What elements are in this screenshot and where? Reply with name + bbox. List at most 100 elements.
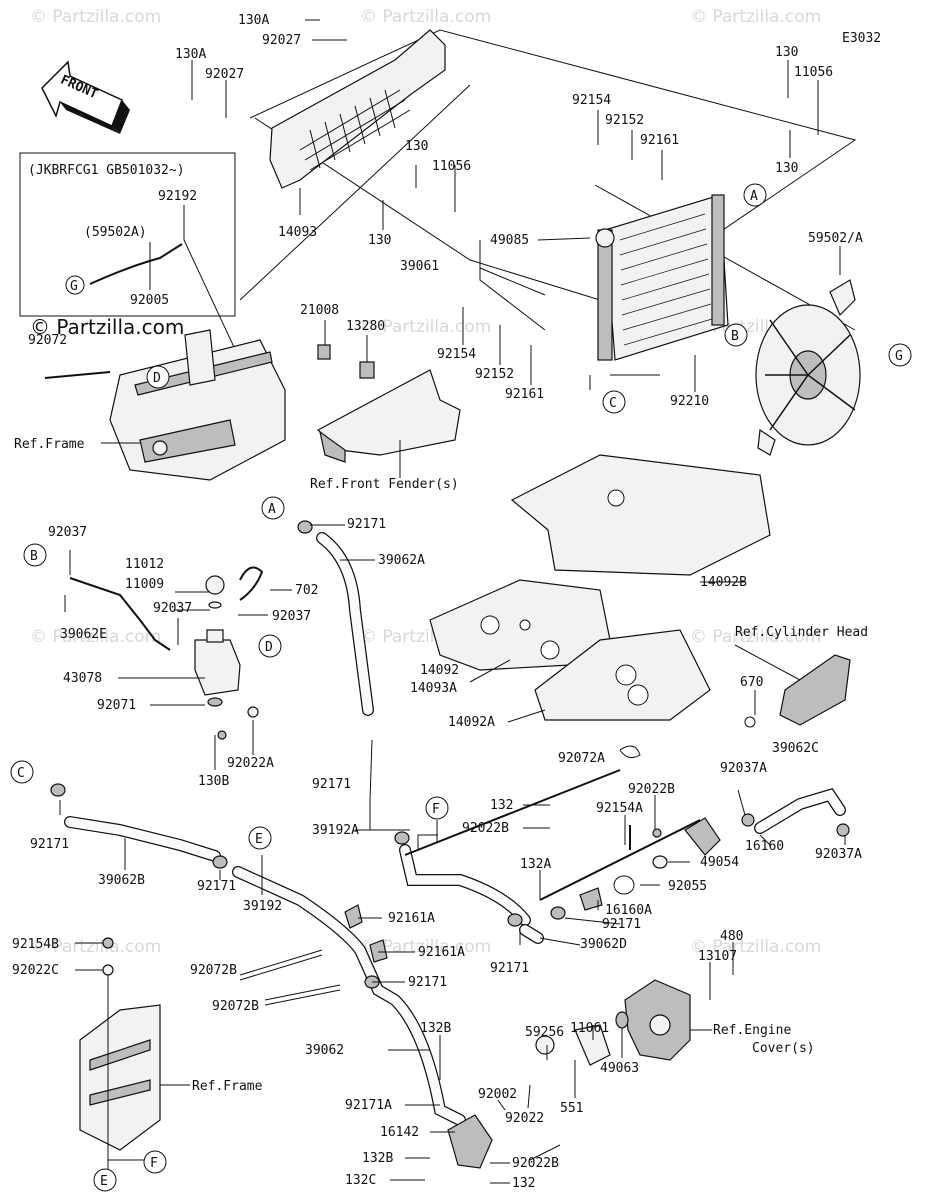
part-label: 92037	[48, 525, 87, 540]
ref-circle-e: E	[100, 1174, 108, 1189]
ref-circle-d: D	[153, 371, 161, 386]
ref-circle-d: D	[265, 640, 273, 655]
part-label: 92037A	[815, 847, 862, 862]
part-label: 92022	[505, 1111, 544, 1126]
watermark: © Partzilla.com	[30, 7, 161, 27]
part-label: 551	[560, 1101, 583, 1116]
part-label: 92037	[272, 609, 311, 624]
part-label: 39062B	[98, 873, 145, 888]
watermark: © Partzilla.com	[690, 937, 821, 957]
part-label: 92154B	[12, 937, 59, 952]
part-label: 132A	[520, 857, 551, 872]
clamps	[50, 520, 850, 1161]
part-label: 670	[740, 675, 763, 690]
ref-front-fender-label: Ref.Front Fender(s)	[310, 477, 459, 492]
part-label: 92072A	[558, 751, 605, 766]
ref-circle-f: F	[150, 1156, 158, 1171]
ref-circle-a: A	[268, 502, 276, 517]
cylinder-head-ref	[779, 654, 851, 726]
part-label: 49085	[490, 233, 529, 248]
part-label: 92171	[602, 917, 641, 932]
inset-box: (JKBRFCG1 GB501032~) 92192 (59502A) 9200…	[19, 152, 269, 421]
part-label: 130	[775, 45, 798, 60]
part-label: 11056	[432, 159, 471, 174]
part-label: 11009	[125, 577, 164, 592]
inset-part-92192: 92192	[158, 189, 197, 204]
part-label: 92055	[668, 879, 707, 894]
part-label: 92171	[312, 777, 351, 792]
part-label: 14092B	[700, 575, 747, 590]
engine-cover-ref	[535, 979, 691, 1066]
part-label: 92022B	[628, 782, 675, 797]
part-label: 92022A	[227, 756, 274, 771]
part-label: 13107	[698, 949, 737, 964]
front-fender-duct	[316, 344, 461, 463]
cover-14092A	[534, 629, 711, 721]
part-labels: 130A 92027 130A 92027 14093 130 11056 13…	[12, 13, 868, 1191]
part-label: 39062C	[772, 741, 819, 756]
guide-lines	[239, 29, 857, 331]
ref-circle-g	[65, 275, 85, 295]
front-arrow-icon: FRONT	[41, 60, 130, 134]
part-label: 16160A	[605, 903, 652, 918]
ref-frame-label: Ref.Frame	[14, 437, 85, 452]
part-label: 92154	[437, 347, 476, 362]
part-label: 59256	[525, 1025, 564, 1040]
ref-frame-label: Ref.Frame	[192, 1079, 263, 1094]
watermark: © Partzilla.com	[360, 7, 491, 27]
part-label: 21008	[300, 303, 339, 318]
part-label: 92072	[28, 333, 67, 348]
part-label: 480	[720, 929, 743, 944]
ref-circle-g: G	[895, 349, 903, 364]
part-label: 92152	[605, 113, 644, 128]
part-label: 92161	[640, 133, 679, 148]
watermarks: © Partzilla.com © Partzilla.com © Partzi…	[30, 7, 821, 957]
part-label: 92171A	[345, 1098, 392, 1113]
part-label: 59502/A	[808, 231, 863, 246]
part-label: 14092A	[448, 715, 495, 730]
radiator-39061	[595, 194, 729, 361]
part-label: 92037	[153, 601, 192, 616]
part-label: 130A	[238, 13, 269, 28]
part-label: 92210	[670, 394, 709, 409]
part-label: 11012	[125, 557, 164, 572]
part-label: 92027	[205, 67, 244, 82]
part-label: 130	[775, 161, 798, 176]
part-label: 39062E	[60, 627, 107, 642]
part-label: 92022B	[462, 821, 509, 836]
part-label: 16142	[380, 1125, 419, 1140]
thermostat-housing	[579, 817, 721, 911]
ref-cylinder-head-label: Ref.Cylinder Head	[735, 625, 868, 640]
part-label: 14092	[420, 663, 459, 678]
watermark: © Partzilla.com	[30, 627, 161, 647]
inset-part-59502A: (59502A)	[84, 225, 147, 240]
part-label: 130	[405, 139, 428, 154]
ref-engine-cover-label: Cover(s)	[752, 1041, 815, 1056]
ref-engine-cover-label: Ref.Engine	[713, 1023, 791, 1038]
leader-lines	[59, 19, 846, 1184]
part-label: 130	[368, 233, 391, 248]
part-label: 11061	[570, 1021, 609, 1036]
inset-part-92005: 92005	[130, 293, 169, 308]
part-label: 49054	[700, 855, 739, 870]
water-pump-16142	[447, 1114, 493, 1169]
watermark: © Partzilla.com	[690, 7, 821, 27]
ref-circle-label: G	[70, 279, 78, 294]
part-label: 39192	[243, 899, 282, 914]
watermark: © Partzilla.com	[360, 317, 491, 337]
part-label: 92154A	[596, 801, 643, 816]
ref-circle-c: C	[17, 766, 25, 781]
watermark: © Partzilla.com	[30, 937, 161, 957]
part-label: 92027	[262, 33, 301, 48]
part-label: 92152	[475, 367, 514, 382]
part-label: 92171	[347, 517, 386, 532]
part-label: 130B	[198, 774, 229, 789]
part-label: 92161A	[418, 945, 465, 960]
part-label: 132B	[420, 1021, 451, 1036]
part-label: 92171	[197, 879, 236, 894]
frame-lower	[79, 1004, 161, 1151]
part-label: 39062A	[378, 553, 425, 568]
part-label: 132	[490, 798, 513, 813]
brand-watermark: © Partzilla.com	[30, 315, 184, 339]
part-label: 13280	[346, 319, 385, 334]
